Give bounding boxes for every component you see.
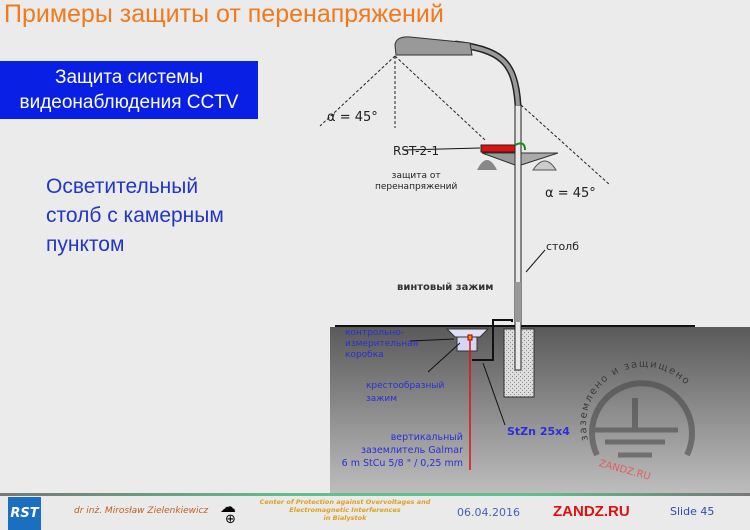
- rod-line-3: 6 m StCu 5/8 " / 0,25 mm: [341, 458, 463, 469]
- device-label: RST-2-1: [393, 144, 440, 158]
- footer-center: Center of Protection against Overvoltage…: [245, 498, 445, 522]
- box-line-2: измерительная: [345, 339, 419, 349]
- box-line-3: коробка: [345, 350, 384, 360]
- cross-clamp-label: крестообразный зажим: [366, 380, 444, 406]
- footer-brand: ZANDZ.RU: [553, 503, 630, 520]
- angle-left-label: α = 45°: [327, 110, 378, 125]
- footer: [0, 493, 750, 530]
- rod-line-1: вертикальный: [390, 432, 463, 443]
- rod-line-2: заземлитель Galmar: [360, 445, 463, 456]
- topic-line-1: Защита системы: [54, 67, 203, 88]
- device-note-1: защита от: [391, 171, 441, 181]
- footer-date: 06.04.2016: [457, 506, 520, 519]
- device-note: защита от перенапряжений: [375, 171, 457, 193]
- rst-logo: RST: [8, 497, 41, 530]
- globe-icon: ⊕: [225, 512, 236, 527]
- globe-lightning-icon: ☁: [220, 497, 236, 516]
- rod-label: вертикальный заземлитель Galmar 6 m StCu…: [330, 431, 463, 470]
- center-line-3: in Bialystok: [323, 514, 367, 522]
- ground-symbol-watermark: [589, 380, 695, 458]
- subtitle-line-1: Осветительный: [46, 175, 199, 198]
- cross-line-1: крестообразный: [366, 381, 445, 391]
- footer-divider: [0, 493, 750, 496]
- angle-right-label: α = 45°: [545, 186, 596, 201]
- lamp-head: [394, 36, 473, 56]
- strip-label: StZn 25x4: [507, 425, 570, 438]
- ground: [330, 327, 750, 493]
- pole-label: столб: [546, 240, 579, 253]
- slide-number: Slide 45: [670, 505, 715, 518]
- rst-device: [480, 144, 516, 153]
- slide-title: Примеры защиты от перенапряжений: [4, 0, 444, 28]
- subtitle-line-3: пунктом: [46, 233, 125, 256]
- box-line-1: контрольно-: [345, 328, 404, 338]
- footer-author: dr inż. Mirosław Zielenkiewicz: [74, 506, 209, 516]
- cross-line-2: зажим: [366, 394, 398, 404]
- subtitle: Осветительный столб с камерным пунктом: [46, 172, 224, 259]
- center-line-2: Electromagnetic Interferences: [289, 506, 401, 514]
- screw-clamp-label: винтовый зажим: [397, 282, 494, 293]
- subtitle-line-2: столб с камерным: [46, 204, 224, 227]
- topic-line-2: видеонаблюдения CCTV: [19, 92, 239, 113]
- center-line-1: Center of Protection against Overvoltage…: [259, 498, 431, 506]
- topic-box: Защита системы видеонаблюдения CCTV: [0, 61, 258, 119]
- device-note-2: перенапряжений: [375, 182, 458, 192]
- measuring-box-label: контрольно- измерительная коробка: [345, 328, 418, 361]
